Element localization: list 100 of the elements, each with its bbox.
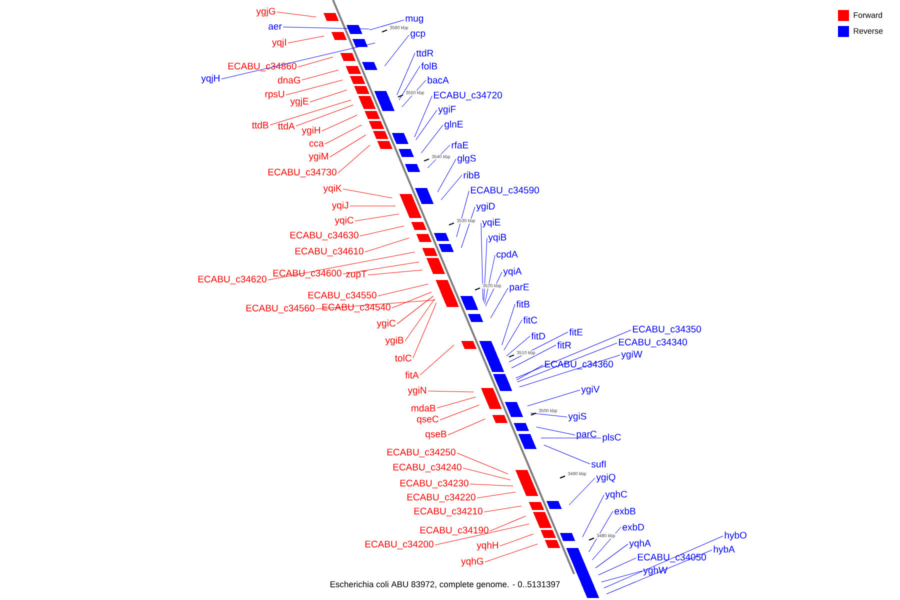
gene-label: ECABU_c34610 (295, 248, 364, 256)
leader-line (484, 506, 522, 512)
leader-line (480, 222, 484, 300)
gene-label: yqiE (482, 218, 500, 228)
gene-label: yqiK (323, 184, 342, 194)
leader-line (536, 426, 576, 436)
leader-line (462, 468, 511, 480)
gene-label: ygiS (568, 412, 586, 422)
gene-label: ECABU_c34230 (400, 480, 468, 488)
gene-label: sufI (591, 460, 606, 468)
gene-label: ECABU_c34220 (407, 494, 476, 502)
gene-label: fitD (531, 332, 545, 340)
leader-line (364, 238, 410, 252)
leader-line (511, 344, 556, 368)
leader-line (484, 238, 488, 302)
leader-line (456, 190, 470, 238)
leader-line (517, 342, 618, 382)
leader-line (392, 292, 432, 308)
leader-line (508, 332, 568, 362)
gene-label: ygiF (438, 106, 456, 114)
leader-line (460, 206, 476, 248)
gene-label: ttdR (416, 50, 434, 56)
gene-label: qseC (417, 416, 438, 424)
gene-label: aer (268, 24, 282, 30)
gene-label: gcp (410, 31, 426, 39)
leader-line (427, 144, 450, 168)
gene-label: cca (309, 141, 324, 147)
gene-label: yqhC (605, 490, 628, 500)
gene-label: ygiB (385, 336, 404, 346)
gene-label: ECABU_c34630 (290, 232, 358, 240)
leader-line (544, 444, 590, 464)
gene-label: fitB (516, 300, 530, 308)
gene-label: ygiM (308, 152, 328, 162)
leader-line (598, 558, 636, 576)
gene-label: ECABU_c34250 (387, 448, 456, 458)
gene-label: mug (406, 16, 424, 24)
leader-line (434, 524, 530, 546)
gene-label: dnaG (278, 76, 300, 84)
leader-line (595, 544, 628, 568)
leader-line (470, 484, 514, 486)
leader-line (368, 270, 423, 276)
gene-label: rfaE (452, 142, 468, 148)
gene-label: yqiJ (332, 202, 348, 210)
leader-line (516, 330, 632, 378)
leader-line (270, 100, 352, 126)
gene-label: ygiV (581, 386, 600, 394)
leader-line (440, 404, 480, 420)
gene-label: glgS (458, 154, 476, 164)
leader-line (378, 284, 429, 296)
leader-line (440, 174, 462, 200)
leader-line (310, 90, 348, 102)
leader-line (396, 296, 434, 324)
leader-line (436, 396, 476, 408)
gene-label: mdaB (412, 404, 436, 412)
gene-label: ECABU_c34560 (246, 304, 314, 314)
leader-line (588, 510, 614, 552)
leader-line (286, 80, 343, 96)
gene-label: parC (576, 430, 596, 440)
gene-label: ECABU_c34210 (414, 508, 482, 516)
gene-label: folB (421, 62, 438, 70)
leader-line (414, 96, 432, 138)
leader-line (490, 516, 526, 532)
gene-label: fitC (523, 316, 538, 324)
gene-label: parE (510, 284, 529, 292)
leader-line (298, 56, 334, 68)
gene-label: ygiD (476, 202, 495, 212)
leader-line (604, 536, 724, 588)
leader-line (606, 550, 712, 594)
gene-label: yqhG (461, 558, 484, 566)
gene-label: ECABU_c34350 (633, 326, 701, 334)
gene-label: ttdB (252, 122, 268, 128)
gene-label: ECABU_c34620 (198, 276, 266, 284)
gene-label: ygiQ (596, 474, 616, 482)
gene-label: bacA (428, 76, 449, 84)
leader-line (516, 364, 544, 380)
gene-label: yqiB (488, 234, 506, 242)
leader-line (500, 534, 534, 546)
leader-line (276, 12, 316, 18)
leader-line (456, 452, 508, 474)
leader-line (369, 20, 404, 30)
leader-line (502, 304, 516, 346)
gene-label: ECABU_c34240 (393, 464, 462, 472)
leader-line (360, 226, 404, 236)
gene-label: yqjI (272, 38, 286, 48)
gene-label: cpdA (496, 250, 518, 260)
leader-line (324, 124, 362, 144)
legend-label: Reverse (854, 28, 883, 34)
leader-line (448, 418, 486, 436)
gene-label: ECABU_c34590 (471, 186, 539, 196)
gene-label: ygiN (408, 386, 426, 396)
leader-line (592, 526, 622, 560)
leader-line (396, 52, 416, 96)
gene-label: ygiC (376, 320, 396, 328)
leader-line (330, 134, 366, 158)
gene-label: plsC (602, 434, 621, 442)
leader-line (398, 66, 420, 100)
leader-line (338, 144, 370, 174)
leader-line (568, 478, 596, 506)
leader-line (302, 70, 339, 80)
leader-line (412, 302, 437, 358)
